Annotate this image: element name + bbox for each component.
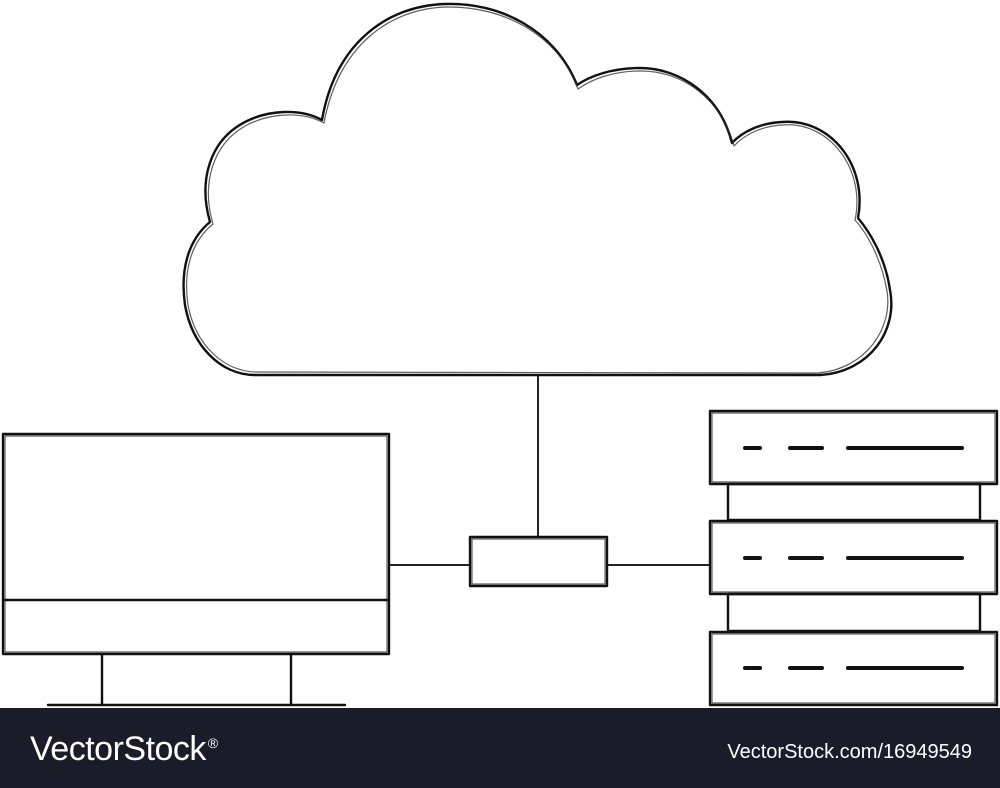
network-hub-icon <box>468 535 609 588</box>
network-connection-lines <box>390 376 710 566</box>
brand-logo: VectorStock® <box>30 730 218 769</box>
server-spacer <box>726 592 982 633</box>
server-rack-icon <box>708 409 999 707</box>
server-unit <box>708 409 999 486</box>
image-reference-text: VectorStock.com/16949549 <box>727 741 972 763</box>
monitor-icon <box>1 432 391 707</box>
server-unit <box>708 519 999 596</box>
cloud-icon <box>182 2 893 377</box>
cloud-network-illustration <box>1 2 999 707</box>
monitor-stand <box>46 653 347 707</box>
registered-mark: ® <box>207 734 218 751</box>
server-spacer <box>726 482 982 522</box>
watermark-footer-bar: VectorStock® VectorStock.com/16949549 <box>0 708 1000 788</box>
monitor-frame <box>1 432 391 656</box>
server-unit <box>708 630 999 707</box>
brand-name: VectorStock <box>30 730 206 768</box>
